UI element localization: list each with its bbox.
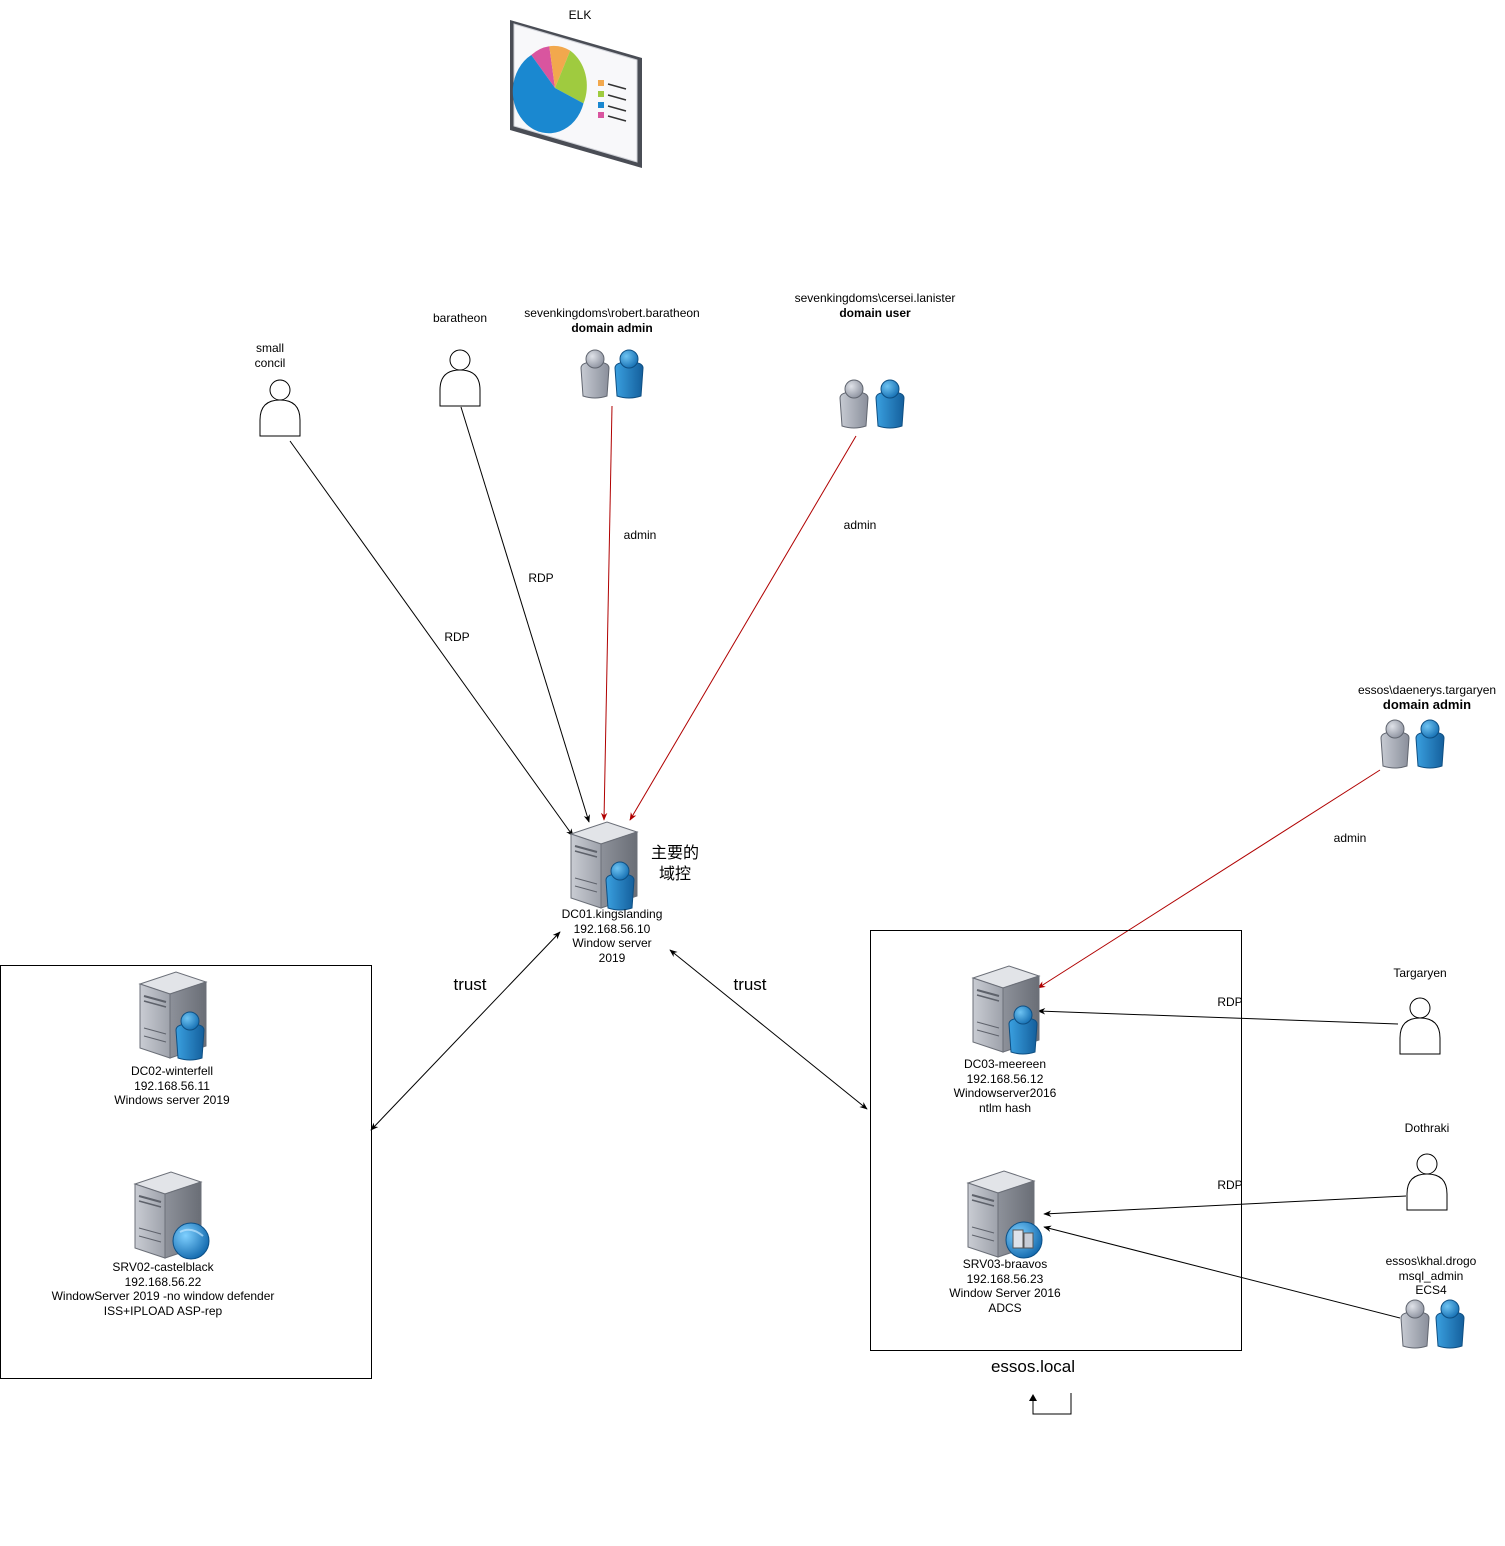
robert-user-pair-icon <box>580 349 644 399</box>
edge-label-admin-cersei: admin <box>843 518 877 532</box>
edge-label-admin-robert: admin <box>623 528 657 542</box>
daenerys-user-pair-icon <box>1380 719 1445 769</box>
edge-label-rdp-baratheon: RDP <box>528 571 554 585</box>
dc01-server-icon <box>570 821 638 911</box>
essos-domain-label: essos.local <box>990 1357 1076 1376</box>
edge-baratheon-rdp <box>460 406 590 823</box>
edge-targaryen-rdp <box>1037 1008 1399 1025</box>
srv02-server-icon <box>134 1171 210 1260</box>
edge-label-admin-daenerys: admin <box>1333 831 1367 845</box>
edge-trust-left <box>370 931 561 1131</box>
edge-khal-srv03 <box>1043 1225 1401 1319</box>
edge-label-trust-left: trust <box>453 975 487 994</box>
targaryen-label: Targaryen <box>1393 966 1447 980</box>
north-domain-group <box>0 965 372 1379</box>
edge-cersei-admin <box>629 435 857 821</box>
edge-trust-right <box>669 949 868 1110</box>
small-concil-user-icon <box>259 379 301 437</box>
targaryen-user-icon <box>1399 997 1441 1055</box>
edge-dothraki-rdp <box>1043 1195 1407 1217</box>
baratheon-label: baratheon <box>432 311 488 325</box>
essos-bracket-icon <box>1029 1393 1072 1415</box>
srv03-server-icon <box>967 1170 1043 1259</box>
baratheon-user-icon <box>439 349 481 407</box>
cersei-user-pair-icon <box>839 379 905 429</box>
edge-label-rdp-dothraki: RDP <box>1217 1178 1243 1192</box>
edge-robert-admin <box>600 405 613 821</box>
dothraki-label: Dothraki <box>1404 1121 1450 1135</box>
dothraki-user-icon <box>1406 1153 1448 1211</box>
edge-label-rdp-small-concil: RDP <box>444 630 470 644</box>
elk-dashboard-icon <box>510 20 642 168</box>
elk-label: ELK <box>568 8 592 22</box>
edge-label-rdp-targaryen: RDP <box>1217 995 1243 1009</box>
dc01-note: 主要的域控 <box>650 845 700 883</box>
edge-daenerys-admin <box>1037 769 1381 989</box>
edge-label-trust-right: trust <box>733 975 767 994</box>
khal-user-pair-icon <box>1400 1299 1465 1349</box>
essos-domain-group <box>870 930 1242 1351</box>
edge-small-concil-rdp <box>289 440 574 837</box>
